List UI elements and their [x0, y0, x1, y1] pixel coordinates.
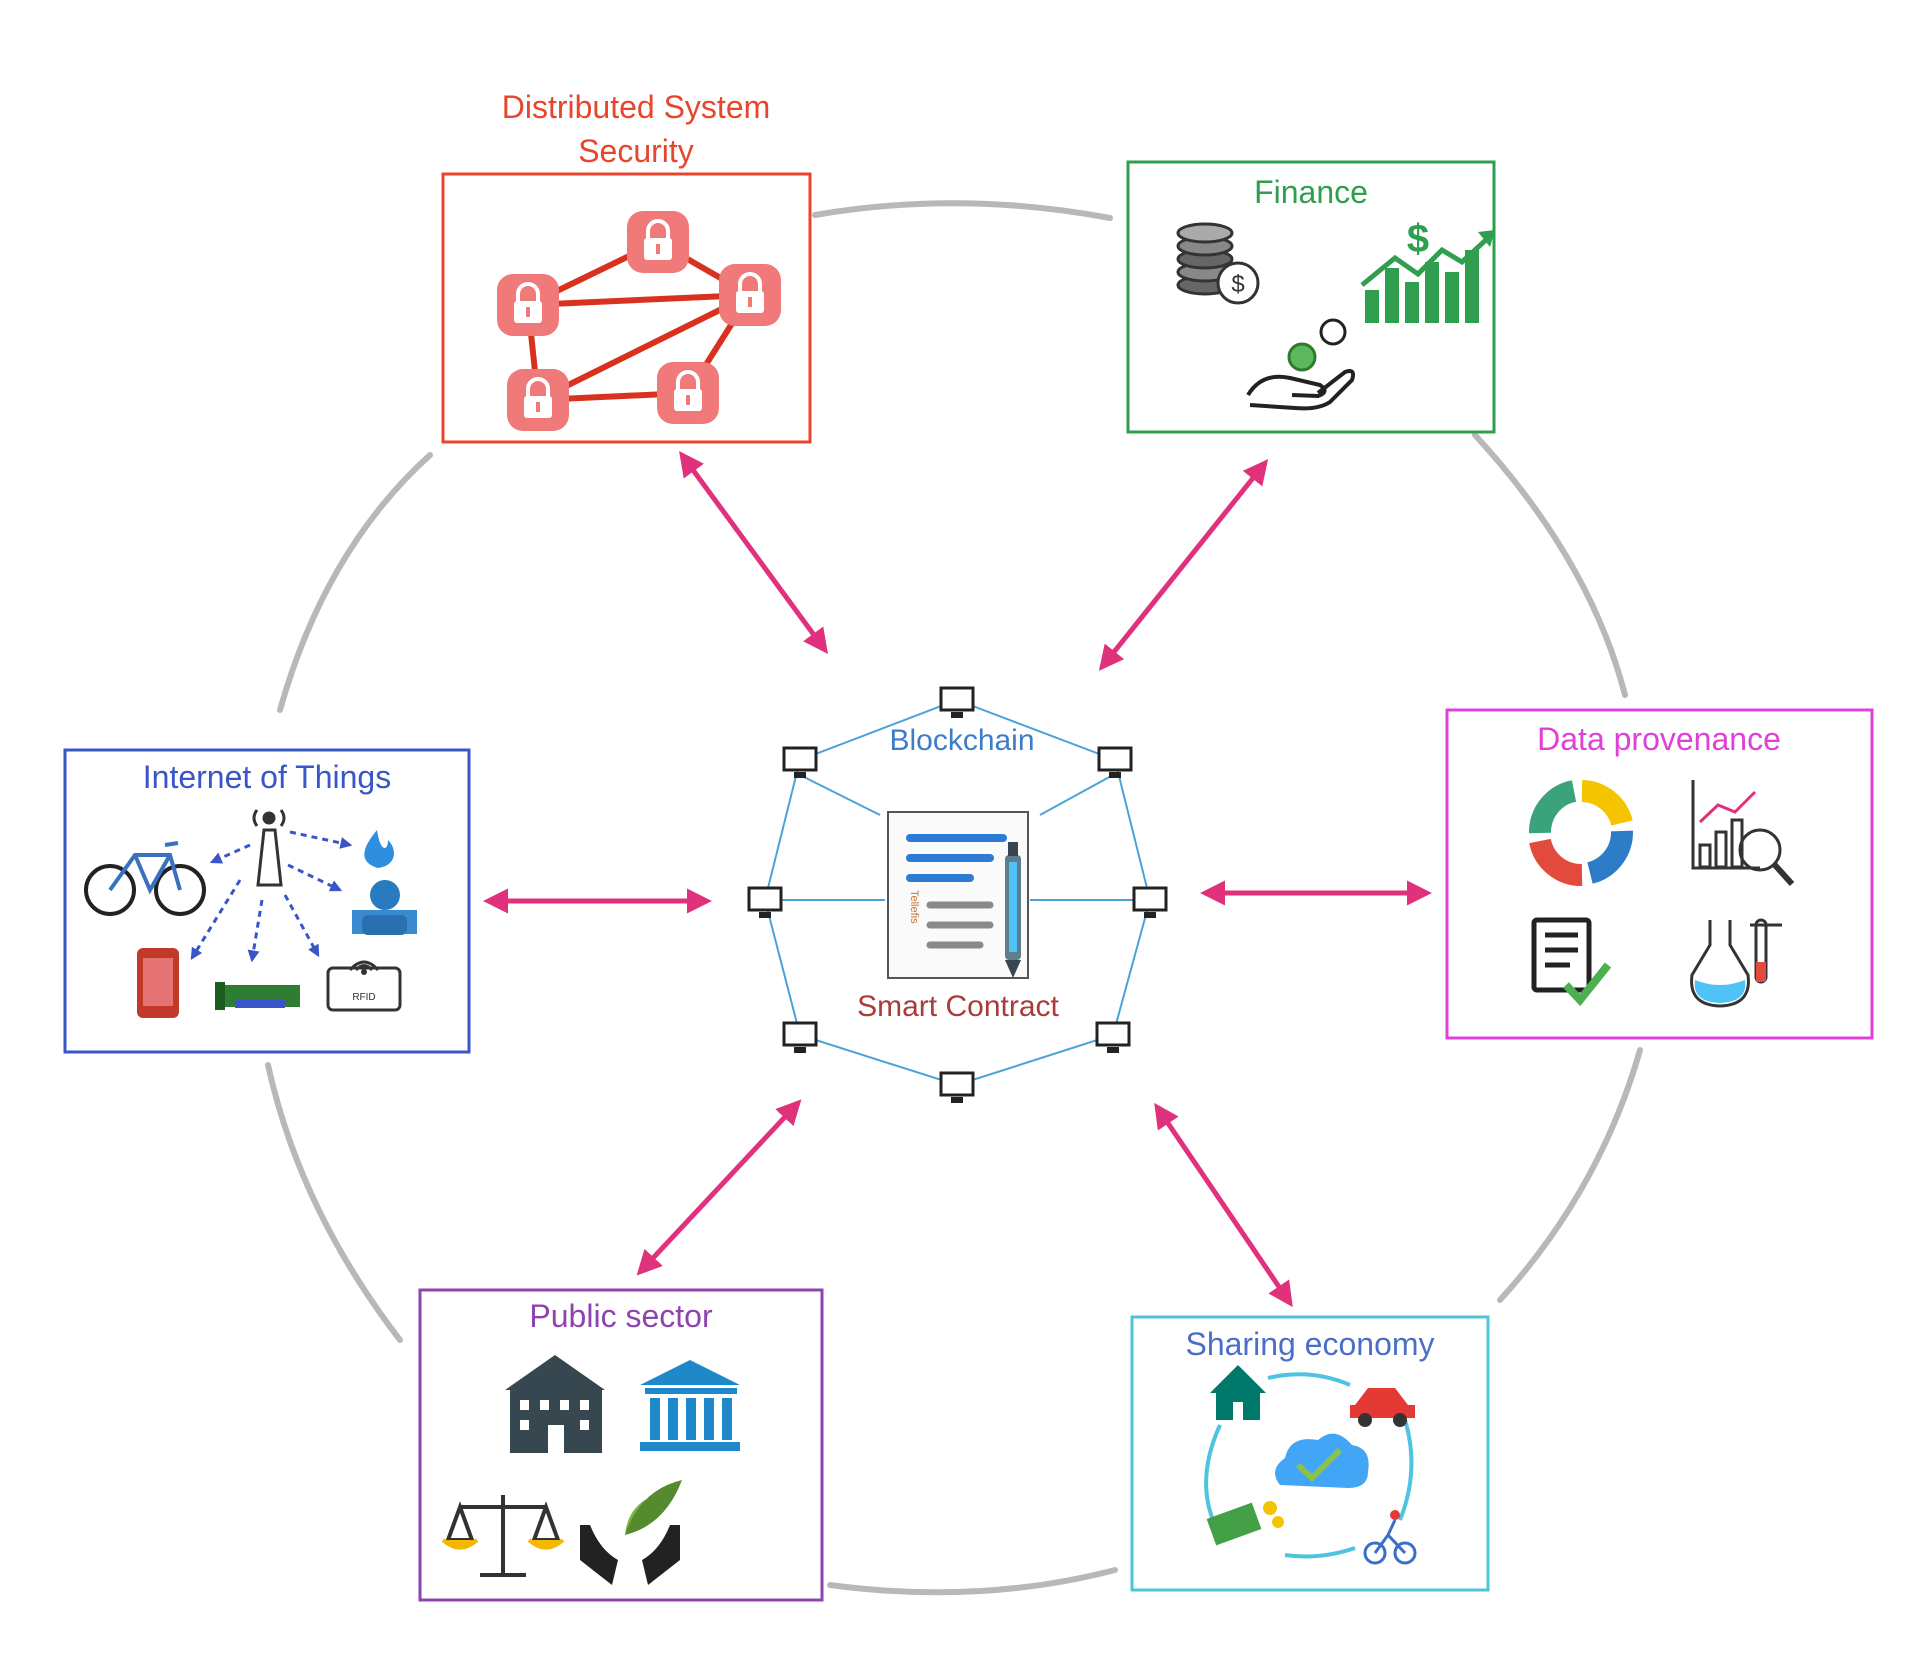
money-icon — [1206, 1501, 1284, 1546]
lock-network-icon — [497, 211, 781, 431]
provenance-node: Data provenance — [1445, 708, 1874, 1040]
computer-node-icon — [1097, 746, 1133, 778]
security-node: Distributed System Security — [441, 89, 812, 444]
connection-arrows — [483, 450, 1432, 1308]
iot-node: Internet of Things — [63, 748, 471, 1054]
computer-node-icon — [782, 1021, 818, 1053]
finance-title: Finance — [1254, 174, 1368, 210]
phone-icon — [137, 948, 179, 1018]
house-icon — [1210, 1365, 1266, 1420]
computer-node-icon — [939, 1071, 975, 1103]
svg-text:$: $ — [1407, 217, 1429, 261]
public-node: Public sector — [418, 1288, 824, 1602]
hand-coin-icon — [1246, 318, 1356, 411]
lock-icon — [657, 362, 719, 424]
rfid-label: RFID — [352, 992, 375, 1003]
arrow-sharing — [1154, 1102, 1293, 1308]
sharing-cycle — [1204, 1372, 1414, 1559]
outer-ring — [265, 200, 1643, 1596]
public-title: Public sector — [529, 1298, 713, 1334]
lock-icon — [627, 211, 689, 273]
donut-chart-icon — [1529, 780, 1633, 886]
antenna-icon — [252, 809, 286, 887]
provenance-title: Data provenance — [1537, 721, 1781, 757]
svg-text:$: $ — [1231, 271, 1244, 298]
cyclist-icon — [1363, 1510, 1417, 1565]
circuit-board-icon — [215, 982, 300, 1010]
lab-flask-icon — [1690, 918, 1782, 1008]
public-box — [418, 1288, 824, 1602]
growth-chart-icon: $ — [1360, 217, 1495, 323]
computer-node-icon — [747, 886, 783, 918]
scales-icon — [441, 1495, 565, 1577]
contract-tag: Tellefis — [908, 890, 920, 924]
coins-icon: $ — [1176, 222, 1260, 305]
cloud-check-icon — [1275, 1433, 1369, 1488]
checklist-icon — [1531, 917, 1612, 1007]
sharing-node: Sharing economy — [1130, 1315, 1490, 1592]
security-title-line2: Security — [578, 133, 694, 169]
hands-plant-icon — [580, 1480, 682, 1585]
sharing-title: Sharing economy — [1185, 1326, 1434, 1362]
computer-node-icon — [939, 686, 975, 718]
analytics-magnifier-icon — [1691, 780, 1795, 887]
lock-icon — [507, 369, 569, 431]
computer-node-icon — [782, 746, 818, 778]
arrow-finance — [1098, 459, 1269, 671]
car-icon — [1350, 1388, 1415, 1427]
building-icon — [505, 1355, 605, 1453]
provenance-box — [1445, 708, 1874, 1040]
fire-icon — [364, 830, 394, 868]
computer-node-icon — [1095, 1021, 1131, 1053]
government-icon — [640, 1360, 740, 1451]
security-title-line1: Distributed System — [502, 89, 771, 125]
smart-contract-label: Smart Contract — [857, 990, 1059, 1023]
blockchain-label: Blockchain — [889, 724, 1034, 757]
pen-icon — [1005, 842, 1021, 978]
lock-icon — [719, 264, 781, 326]
arrow-public — [636, 1099, 802, 1276]
lock-icon — [497, 274, 559, 336]
bicycle-icon — [84, 841, 206, 916]
rfid-reader-icon: RFID — [326, 960, 402, 1012]
water-meter-icon — [352, 880, 417, 935]
arrow-security — [679, 450, 828, 655]
iot-link-arrows — [190, 830, 353, 963]
iot-title: Internet of Things — [143, 759, 391, 795]
smart-contract-document-icon: Tellefis — [887, 811, 1029, 979]
computer-node-icon — [1132, 886, 1168, 918]
finance-node: Finance $ $ — [1126, 160, 1496, 434]
blockchain-center: Blockchain Tellefis Smart Contract — [747, 686, 1168, 1103]
